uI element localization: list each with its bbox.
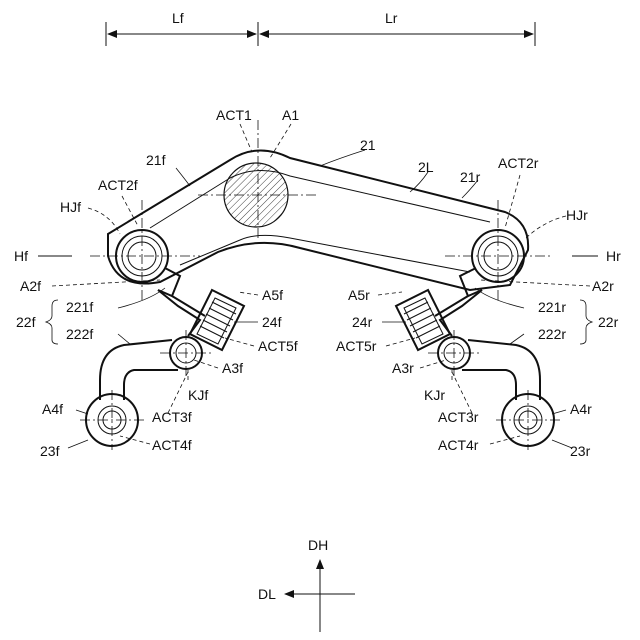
actuator-24r (396, 290, 450, 350)
dimension-lines (106, 22, 535, 46)
label-kjf: KJf (188, 387, 208, 403)
braces (46, 300, 592, 344)
direction-arrows (285, 560, 355, 632)
label-24r: 24r (352, 314, 373, 330)
label-a2r: A2r (592, 278, 614, 294)
label-221r: 221r (538, 299, 566, 315)
label-a2f: A2f (20, 278, 41, 294)
label-lr: Lr (385, 10, 398, 26)
label-hjr: HJr (566, 207, 588, 223)
label-act5f: ACT5f (258, 338, 298, 354)
label-dh: DH (308, 537, 328, 553)
link-221f (158, 268, 205, 336)
label-a1: A1 (282, 107, 299, 123)
actuator-24f (190, 290, 244, 350)
label-act4f: ACT4f (152, 437, 192, 453)
label-a5r: A5r (348, 287, 370, 303)
label-dl: DL (258, 586, 276, 602)
label-act5r: ACT5r (336, 338, 377, 354)
label-222r: 222r (538, 326, 566, 342)
label-a4r: A4r (570, 401, 592, 417)
label-23r: 23r (570, 443, 591, 459)
label-21r: 21r (460, 169, 481, 185)
label-act4r: ACT4r (438, 437, 479, 453)
label-act3r: ACT3r (438, 409, 479, 425)
label-act2r: ACT2r (498, 155, 539, 171)
label-221f: 221f (66, 299, 93, 315)
label-222f: 222f (66, 326, 93, 342)
link-221r (435, 268, 482, 336)
label-a3r: A3r (392, 360, 414, 376)
label-kjr: KJr (424, 387, 445, 403)
label-a3f: A3f (222, 360, 243, 376)
label-a5f: A5f (262, 287, 283, 303)
label-22r: 22r (598, 314, 619, 330)
label-lf: Lf (172, 10, 184, 26)
labels: Lf Lr ACT1 A1 21 2L 21f 21r ACT2f ACT2r … (14, 10, 621, 602)
foot-23r (496, 390, 560, 450)
label-23f: 23f (40, 443, 60, 459)
label-act2f: ACT2f (98, 177, 138, 193)
label-21: 21 (360, 137, 376, 153)
label-2l: 2L (418, 159, 434, 175)
foot-23f (80, 390, 144, 450)
label-act3f: ACT3f (152, 409, 192, 425)
label-act1: ACT1 (216, 107, 252, 123)
label-22f: 22f (16, 314, 36, 330)
label-hjf: HJf (60, 199, 81, 215)
label-hf: Hf (14, 248, 28, 264)
label-21f: 21f (146, 152, 166, 168)
label-24f: 24f (262, 314, 282, 330)
label-hr: Hr (606, 248, 621, 264)
label-a4f: A4f (42, 401, 63, 417)
